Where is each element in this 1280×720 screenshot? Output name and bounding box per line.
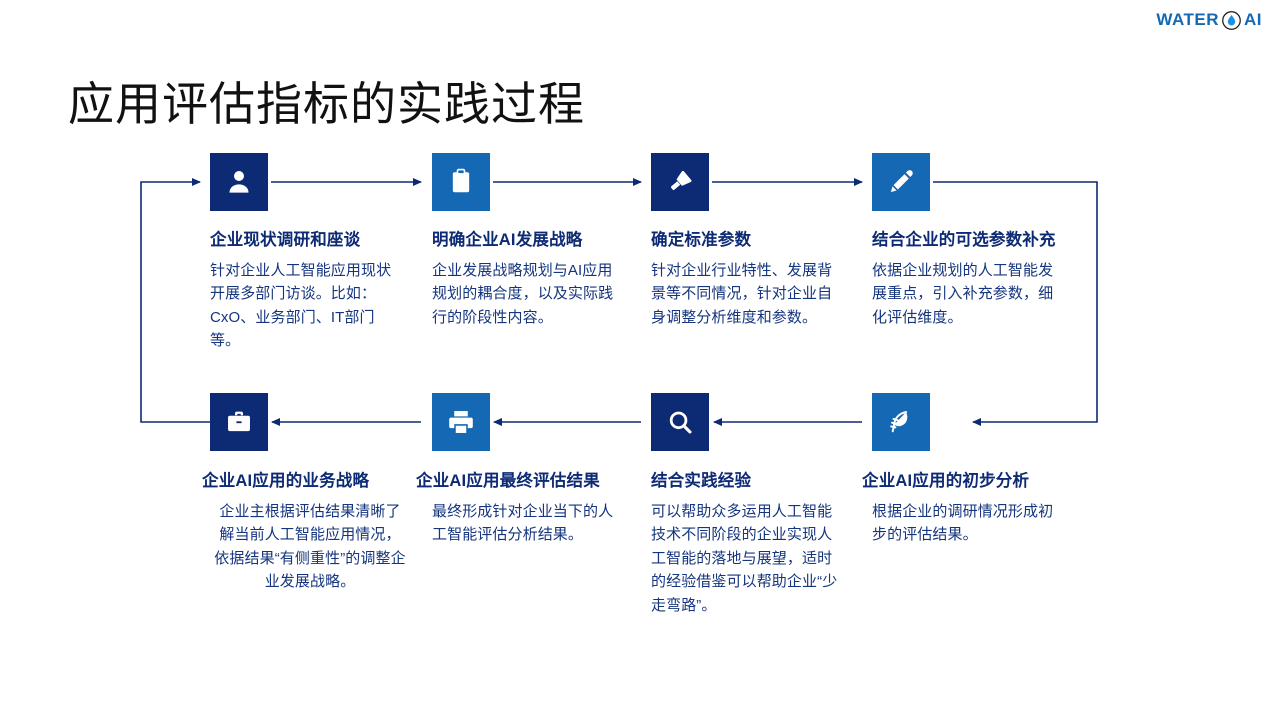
flow-step-4[interactable]: 结合企业的可选参数补充 依据企业规划的人工智能发展重点，引入补充参数，细化评估维… <box>872 153 1087 329</box>
page-title: 应用评估指标的实践过程 <box>68 77 585 130</box>
pencil-icon <box>872 153 930 211</box>
flow-step-2[interactable]: 明确企业AI发展战略 企业发展战略规划与AI应用规划的耦合度，以及实际践行的阶段… <box>432 153 647 329</box>
flow-step-7[interactable]: 结合实践经验 可以帮助众多运用人工智能技术不同阶段的企业实现人工智能的落地与展望… <box>651 393 866 617</box>
flow-step-1-body: 针对企业人工智能应用现状开展多部门访谈。比如：CxO、业务部门、IT部门等。 <box>210 262 392 350</box>
flow-step-1[interactable]: 企业现状调研和座谈 针对企业人工智能应用现状开展多部门访谈。比如：CxO、业务部… <box>210 153 425 353</box>
flow-step-8-body: 根据企业的调研情况形成初步的评估结果。 <box>872 503 1054 544</box>
flow-step-6-body: 最终形成针对企业当下的人工智能评估分析结果。 <box>432 503 614 544</box>
flow-step-2-body: 企业发展战略规划与AI应用规划的耦合度，以及实际践行的阶段性内容。 <box>432 262 614 326</box>
flow-step-7-body: 可以帮助众多运用人工智能技术不同阶段的企业实现人工智能的落地与展望，适时的经验借… <box>651 503 838 614</box>
flow-step-4-heading: 结合企业的可选参数补充 <box>872 231 1056 249</box>
loop-left-step5-to-step1 <box>140 178 210 423</box>
magnifier-icon <box>651 393 709 451</box>
briefcase-icon <box>210 393 268 451</box>
brand-text-right: AI <box>1244 10 1262 29</box>
flow-step-5-heading: 企业AI应用的业务战略 <box>202 472 370 490</box>
flow-step-5-body: 企业主根据评估结果清晰了解当前人工智能应用情况，依据结果“有侧重性”的调整企业发… <box>214 503 406 591</box>
flow-step-6[interactable]: 企业AI应用最终评估结果 最终形成针对企业当下的人工智能评估分析结果。 <box>416 393 647 547</box>
flow-step-3[interactable]: 确定标准参数 针对企业行业特性、发展背景等不同情况，针对企业自身调整分析维度和参… <box>651 153 866 329</box>
clipboard-icon <box>432 153 490 211</box>
flashlight-icon <box>651 153 709 211</box>
brand-logo: WATER AI <box>1156 10 1262 30</box>
flow-step-8[interactable]: 企业AI应用的初步分析 根据企业的调研情况形成初步的评估结果。 <box>862 393 1087 547</box>
flow-step-5[interactable]: 企业AI应用的业务战略 企业主根据评估结果清晰了解当前人工智能应用情况，依据结果… <box>202 393 425 594</box>
flow-step-1-heading: 企业现状调研和座谈 <box>210 231 361 249</box>
water-drop-icon <box>1222 10 1241 30</box>
flow-step-3-body: 针对企业行业特性、发展背景等不同情况，针对企业自身调整分析维度和参数。 <box>651 262 833 326</box>
flow-step-7-heading: 结合实践经验 <box>651 472 752 490</box>
flow-step-3-heading: 确定标准参数 <box>651 231 752 249</box>
printer-icon <box>432 393 490 451</box>
feather-icon <box>872 393 930 451</box>
brand-text-left: WATER <box>1156 10 1219 29</box>
flow-step-2-heading: 明确企业AI发展战略 <box>432 231 583 249</box>
flow-step-6-heading: 企业AI应用最终评估结果 <box>416 472 600 490</box>
flow-step-4-body: 依据企业规划的人工智能发展重点，引入补充参数，细化评估维度。 <box>872 262 1054 326</box>
flow-step-8-heading: 企业AI应用的初步分析 <box>862 472 1030 490</box>
person-icon <box>210 153 268 211</box>
